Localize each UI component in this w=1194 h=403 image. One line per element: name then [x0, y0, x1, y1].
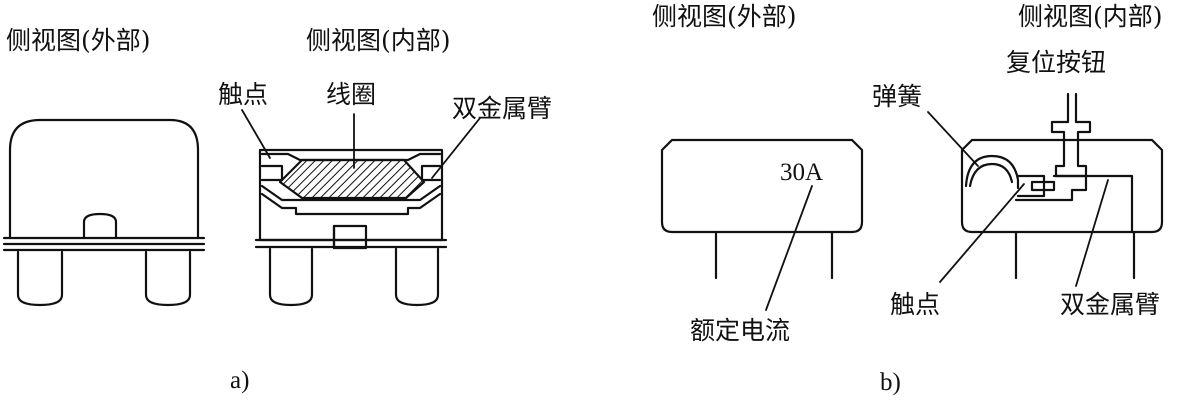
b-reset-button	[1052, 94, 1090, 176]
a-outer-cover	[10, 120, 198, 238]
b-leader-bimetal	[1076, 180, 1108, 286]
a-inner-latch	[334, 226, 366, 248]
b-label-reset-button: 复位按钮	[1006, 48, 1107, 77]
a-label-contact: 触点	[218, 80, 269, 109]
a-outer-bump	[84, 214, 116, 238]
a-label-bimetal: 双金属臂	[452, 94, 553, 123]
b-contact-block	[1018, 176, 1044, 196]
a-outer-pin-left	[18, 252, 62, 305]
b-label-view-inner: 侧视图(内部)	[1018, 2, 1163, 31]
b-spring	[966, 156, 1018, 188]
b-label-rating: 30A	[780, 159, 824, 186]
a-outer-breaker	[4, 120, 204, 305]
a-coil	[280, 160, 424, 198]
b-label-bimetal: 双金属臂	[1060, 290, 1161, 319]
a-caption: a)	[230, 367, 250, 394]
a-outer-pin-right	[146, 252, 190, 305]
b-inner-case	[962, 140, 1162, 232]
b-label-rated-current: 额定电流	[690, 316, 791, 345]
a-inner-pin-right	[396, 249, 438, 305]
b-bimetal-arm	[1054, 176, 1132, 232]
b-leader-spring	[928, 112, 978, 166]
b-outer-breaker	[662, 140, 862, 310]
a-leader-contact	[242, 110, 270, 158]
b-leader-contact	[940, 184, 1024, 282]
a-leader-bimetal	[432, 118, 480, 178]
b-label-contact: 触点	[890, 290, 941, 319]
b-contact-point	[1032, 182, 1054, 190]
a-inner-breaker	[242, 110, 480, 305]
a-label-view-outer: 侧视图(外部)	[6, 26, 151, 55]
a-label-coil: 线圈	[326, 80, 377, 109]
a-label-view-inner: 侧视图(内部)	[306, 26, 451, 55]
b-inner-breaker	[928, 94, 1162, 286]
b-leader-rating	[766, 186, 812, 310]
b-outer-case	[662, 140, 862, 232]
a-inner-pin-left	[270, 249, 312, 305]
b-caption: b)	[880, 369, 901, 396]
a-bimetal-arm	[262, 186, 440, 200]
b-label-view-outer: 侧视图(外部)	[652, 2, 797, 31]
b-label-spring: 弹簧	[872, 82, 923, 111]
